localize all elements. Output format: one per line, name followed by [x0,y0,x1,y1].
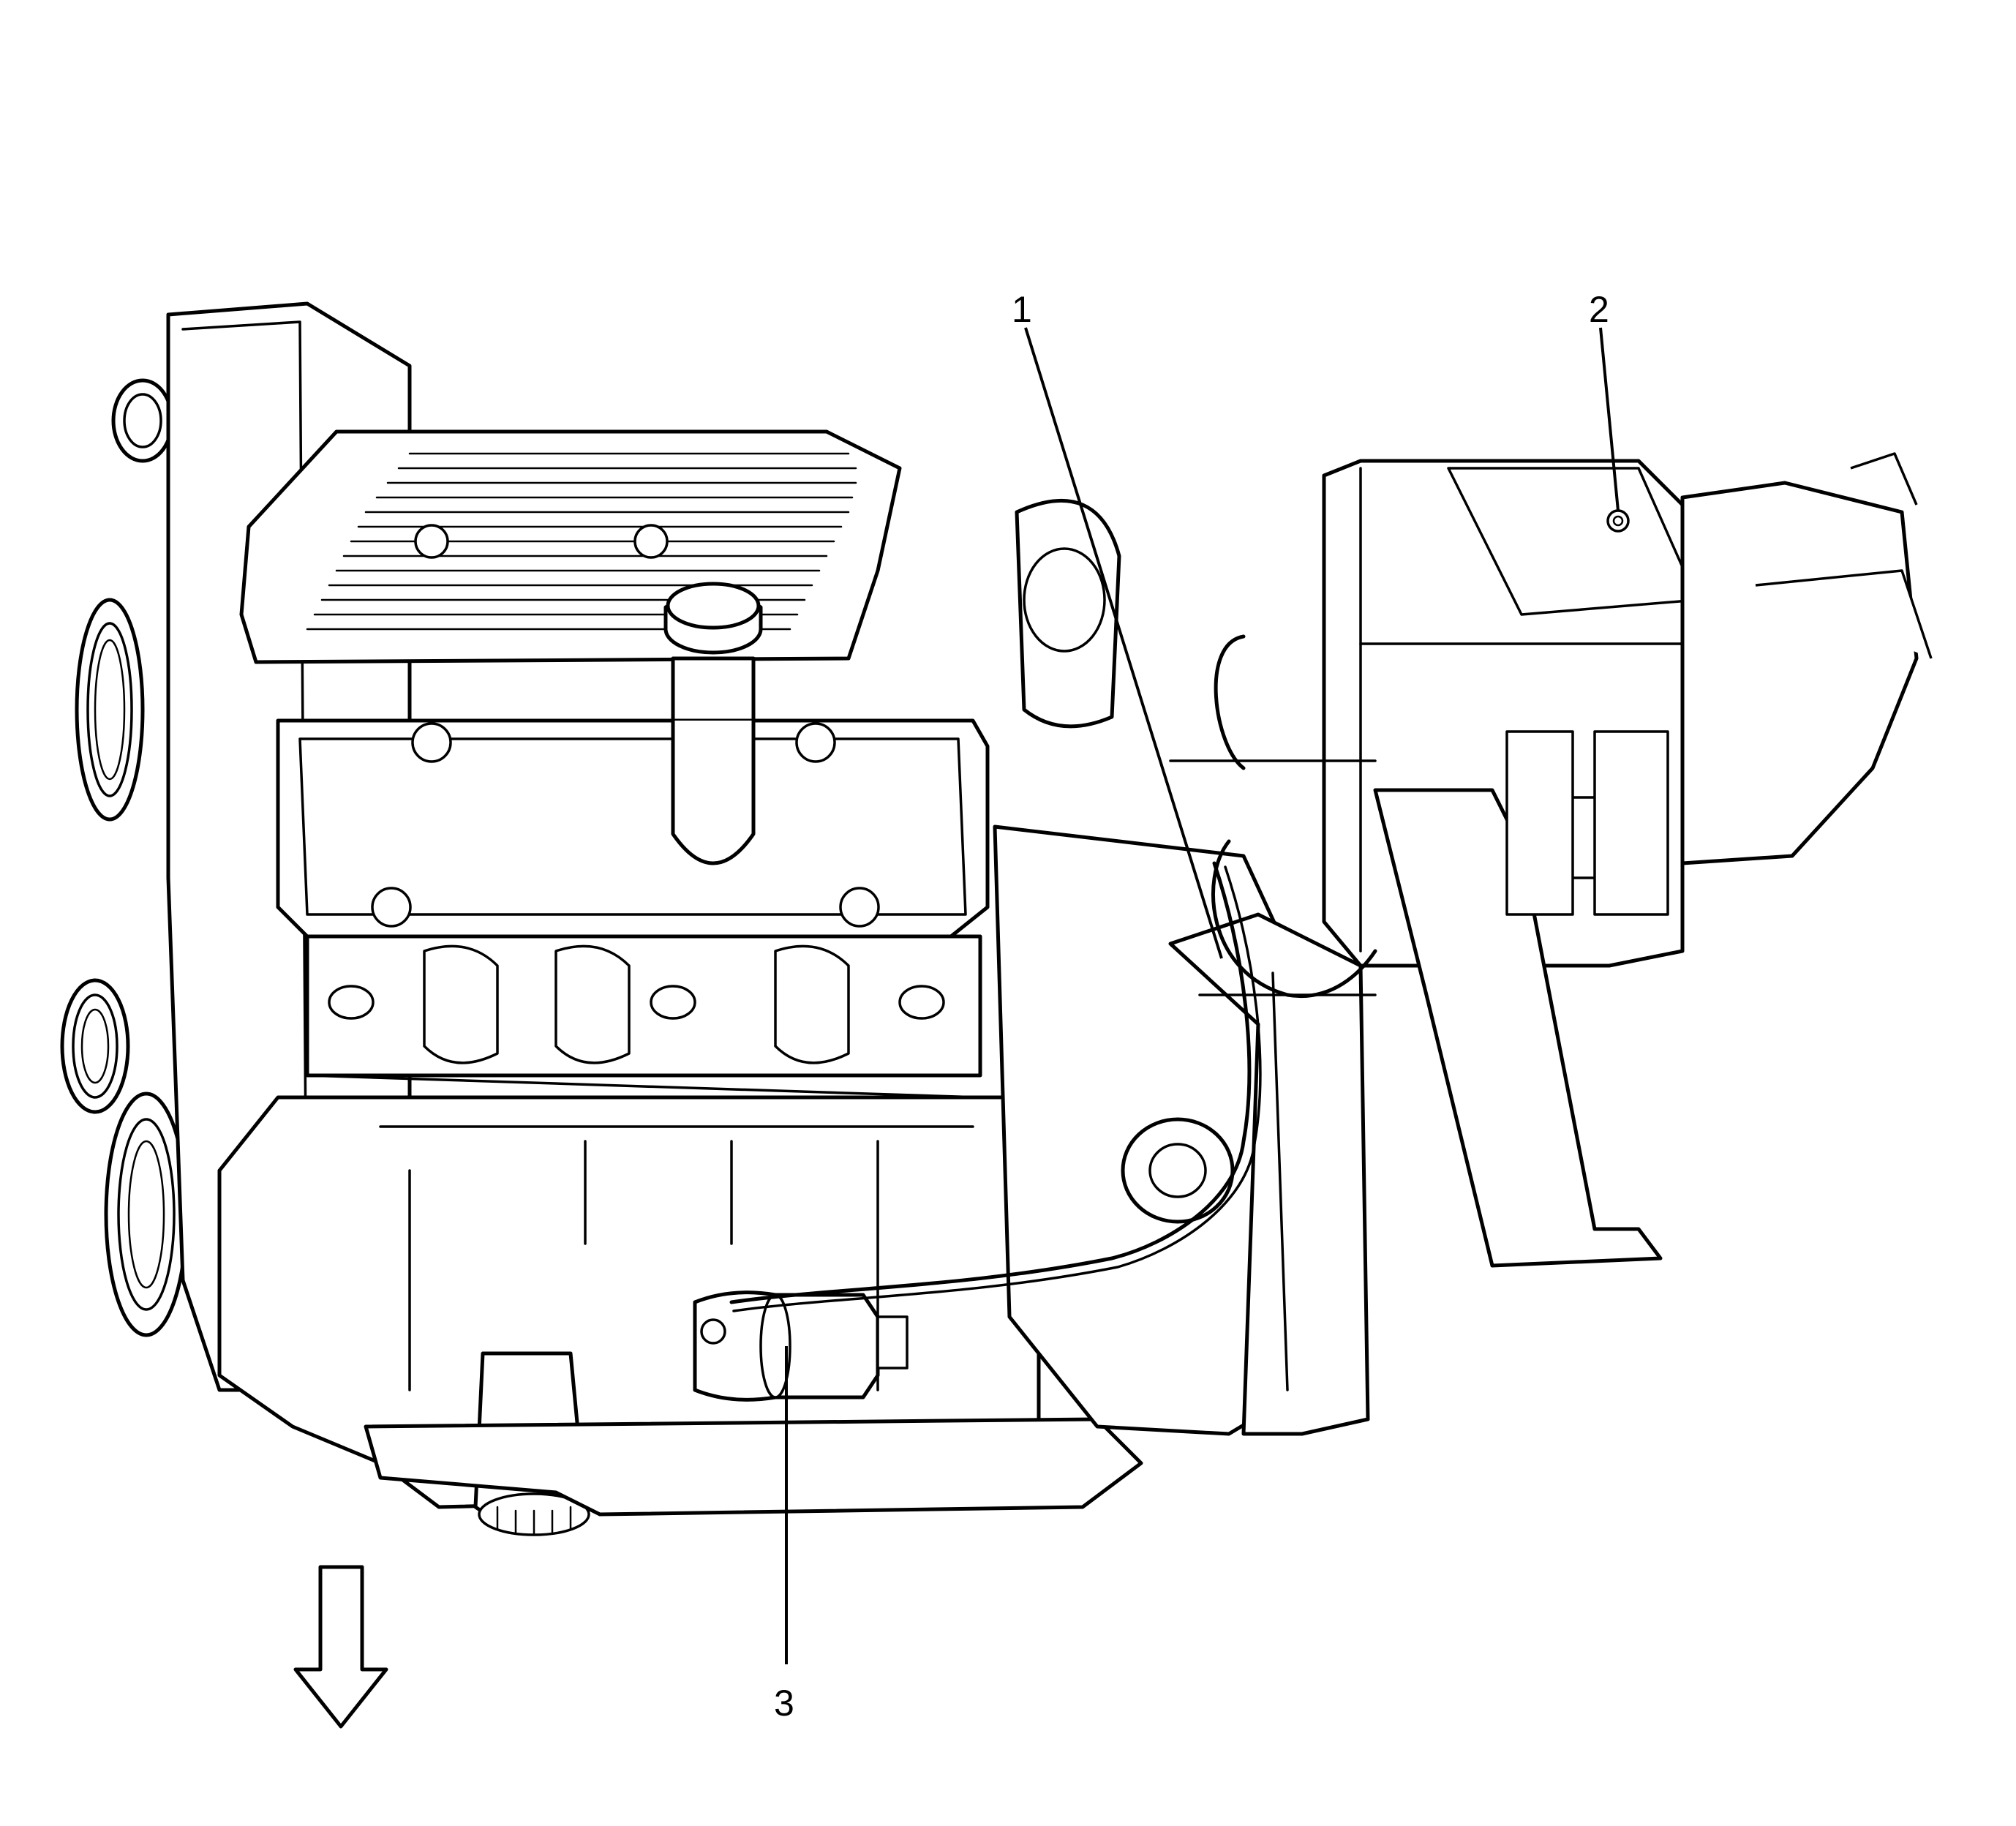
battery-cable [729,861,1252,1304]
exhaust-manifold [305,934,982,1099]
throttle-body [1015,498,1121,729]
callout-2-label: 2 [1589,289,1609,330]
arrow-down-icon [293,1565,388,1729]
electrical-center [1169,452,1933,1268]
callout-1: 1 [1012,289,1223,959]
fuse-box-nut [1606,509,1630,533]
callout-2: 2 [1589,289,1620,511]
intake-plenum [239,429,902,664]
callout-3-label: 3 [774,1683,794,1724]
transaxle [1168,912,1370,1436]
pulley-stack [60,378,189,1337]
engine-assembly [60,301,1370,1536]
callout-3: 3 [774,1346,794,1724]
callout-1-label: 1 [1012,289,1032,330]
valve-cover [276,718,990,939]
